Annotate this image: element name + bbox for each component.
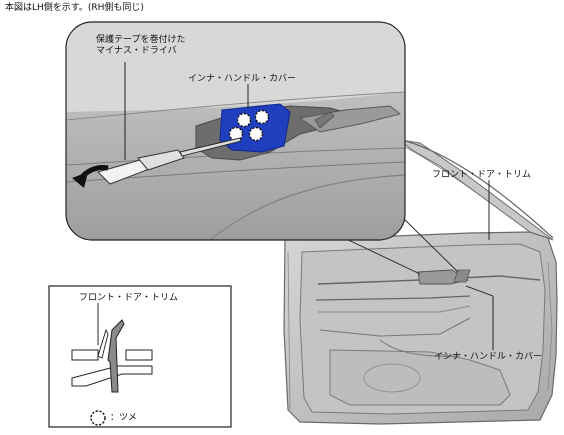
front-door-illustration — [283, 139, 558, 425]
tool-label-line2: マイナス・ドライバ — [96, 46, 177, 56]
claw-legend-icon — [90, 410, 106, 426]
tool-label-line1: 保護テープを巻付けた — [96, 35, 186, 45]
callout-magnified-view — [65, 21, 406, 241]
claw-legend-text: ：ツメ — [110, 413, 138, 423]
section-trim-label: フロント・ドア・トリム — [79, 293, 179, 303]
callout-cover-label: インナ・ハンドル・カバー — [188, 74, 297, 84]
pry-direction-arrow — [72, 165, 109, 188]
door-cover-label: インナ・ハンドル・カバー — [434, 352, 543, 362]
diagram-note: 本図はLH側を示す。(RH側も同じ) — [5, 3, 144, 13]
claw-markers — [228, 109, 270, 142]
door-trim-label: フロント・ドア・トリム — [432, 170, 532, 180]
section-view — [48, 285, 232, 428]
callout-leader — [339, 214, 459, 275]
screwdriver-tool — [97, 62, 242, 185]
